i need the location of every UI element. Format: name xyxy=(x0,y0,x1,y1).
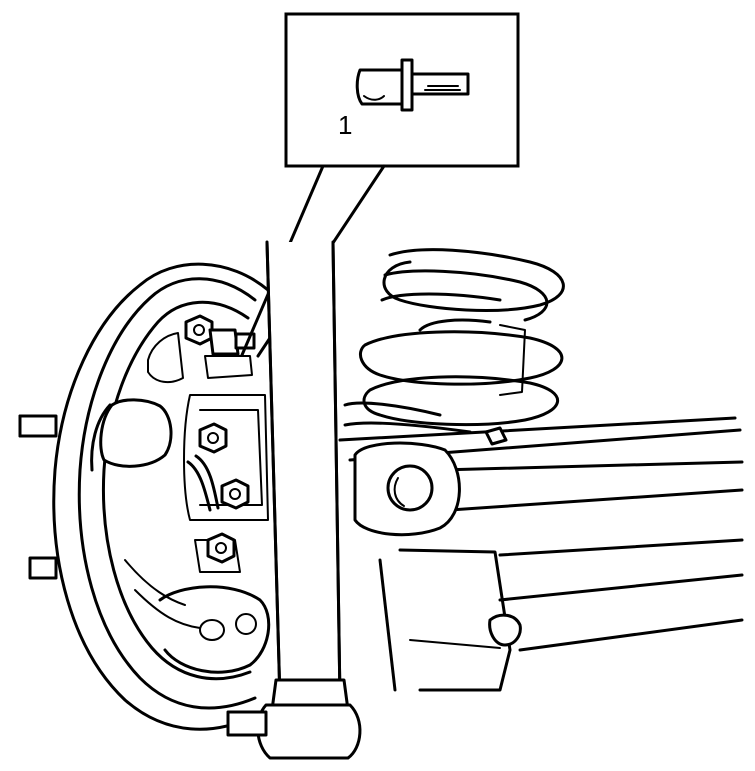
bolt-icon xyxy=(355,58,470,112)
trailing-arm-bushing xyxy=(353,441,461,537)
wheel-stud-upper xyxy=(18,414,58,438)
hub-bump xyxy=(99,398,173,468)
shock-absorber xyxy=(226,240,362,760)
callout-label: 1 xyxy=(338,110,353,140)
coil-spring xyxy=(359,248,565,427)
lower-bracket xyxy=(378,548,522,692)
bleeder-bolt xyxy=(204,328,256,379)
brake-pipe xyxy=(186,454,220,512)
brake-drum xyxy=(52,262,270,731)
axle-beam xyxy=(338,416,744,652)
backing-plate xyxy=(124,332,269,629)
backing-plate-nut-lower xyxy=(206,532,236,564)
backing-plate-nut-right xyxy=(220,478,250,510)
backing-plate-nut-top xyxy=(184,314,214,346)
lower-arm-boss xyxy=(158,585,271,674)
backing-plate-nut-mid xyxy=(198,422,228,454)
upper-link xyxy=(343,401,508,446)
wheel-stud-lower xyxy=(28,556,58,580)
